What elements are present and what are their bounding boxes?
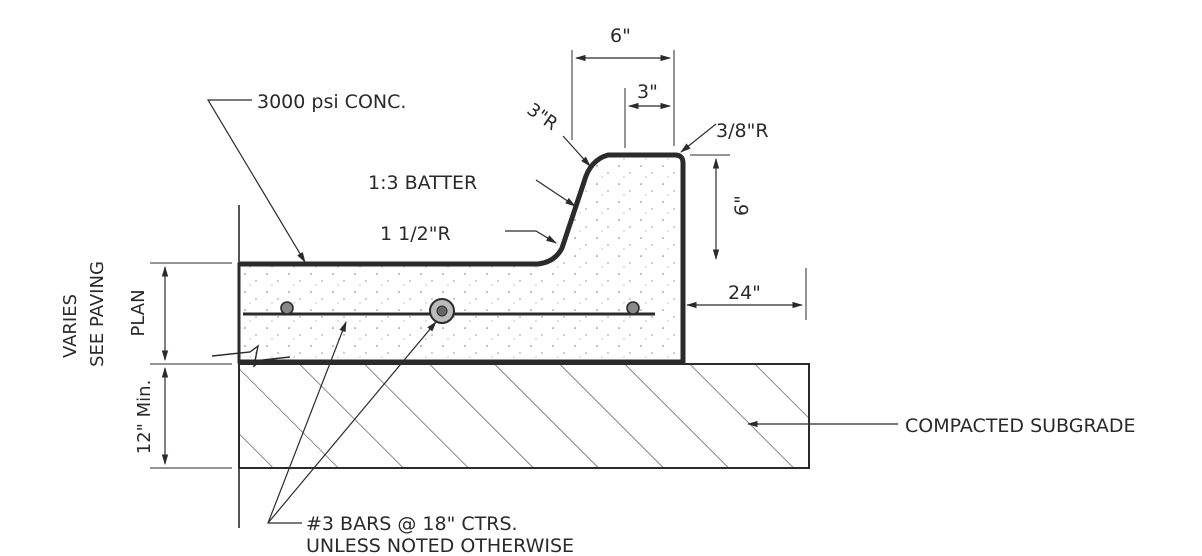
varies-label-line1: VARIES (60, 294, 81, 358)
radius-3-8-label: 3/8"R (716, 120, 769, 142)
batter-label: 1:3 BATTER (368, 172, 477, 194)
concrete-top-edge (239, 152, 686, 365)
rebar-section-left (280, 301, 294, 315)
leader-concrete (206, 99, 306, 263)
dim-24-label: 24" (728, 282, 761, 304)
leader-radius-1-5 (505, 230, 557, 244)
leader-radius-3 (562, 135, 591, 167)
leader-radius-3-8 (680, 123, 717, 153)
varies-label-line3: PLAN (128, 289, 149, 336)
radius-1-5-label: 1 1/2"R (380, 223, 451, 245)
min-12-label: 12" Min. (134, 380, 155, 455)
bars-label-line1: #3 BARS @ 18" CTRS. (306, 513, 518, 535)
dim-6top-label: 6" (610, 25, 631, 47)
break-line-symbol (211, 344, 291, 368)
dim-3top-label: 3" (637, 81, 658, 103)
leader-batter (535, 179, 576, 207)
leader-bars-2 (267, 321, 437, 524)
varies-label-line2: SEE PAVING (87, 261, 108, 367)
rebar-section-middle-core (436, 305, 448, 317)
rebar-section-right (626, 301, 640, 315)
subgrade-block (238, 363, 810, 469)
dim-6right-label: 6" (731, 195, 753, 216)
radius-3-label: 3"R (523, 99, 561, 135)
bars-label-line2: UNLESS NOTED OTHERWISE (306, 535, 574, 556)
subgrade-label: COMPACTED SUBGRADE (905, 415, 1136, 437)
concrete-label: 3000 psi CONC. (257, 91, 406, 113)
